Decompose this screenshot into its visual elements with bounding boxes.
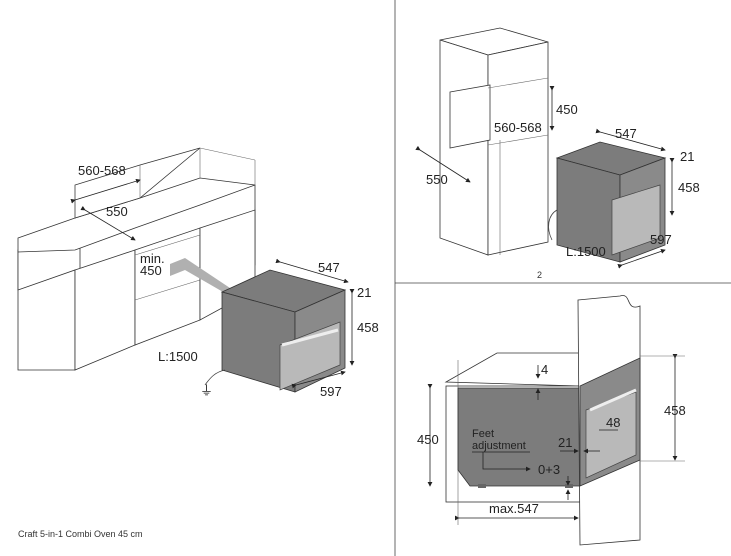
tall-cabinet bbox=[439, 27, 549, 256]
base-cabinet-run bbox=[17, 147, 256, 371]
left-depth-label: 550 bbox=[106, 204, 128, 219]
insert-arrow bbox=[170, 258, 230, 296]
plug-icon: ⏚ bbox=[200, 383, 213, 398]
br-oven-height-label: 458 bbox=[664, 403, 686, 418]
tr-niche-width-label: 560-568 bbox=[494, 120, 542, 135]
left-oven-width-label: 597 bbox=[320, 384, 342, 399]
br-top-gap-label: 4 bbox=[541, 362, 548, 377]
tr-oven-depth-label: 547 bbox=[615, 126, 637, 141]
tr-depth-label: 550 bbox=[426, 172, 448, 187]
br-feet-range-label: 0+3 bbox=[538, 462, 560, 477]
tr-oven bbox=[555, 141, 667, 263]
br-handle-offset-label: 48 bbox=[606, 415, 620, 430]
left-min-label: min. bbox=[140, 251, 165, 266]
br-max-depth-label: max.547 bbox=[489, 501, 539, 516]
left-oven bbox=[220, 269, 347, 393]
br-feet-label-line1: Feet bbox=[472, 428, 494, 440]
left-min-height-label: 450 bbox=[140, 263, 162, 278]
tr-niche-height-label: 450 bbox=[556, 102, 578, 117]
tr-oven-height-label: 458 bbox=[678, 180, 700, 195]
tr-cable-length-label: L:1500 bbox=[566, 244, 606, 259]
left-niche-width-label: 560-568 bbox=[78, 163, 126, 178]
br-niche-height-label: 450 bbox=[417, 432, 439, 447]
tr-power-cable bbox=[548, 209, 558, 241]
left-oven-depth-label: 547 bbox=[318, 260, 340, 275]
tr-oven-width-label: 597 bbox=[650, 232, 672, 247]
product-caption: Craft 5-in-1 Combi Oven 45 cm bbox=[18, 529, 143, 539]
br-front-thickness-label: 21 bbox=[558, 435, 572, 450]
left-oven-height-label: 458 bbox=[357, 320, 379, 335]
tr-front-thickness-label: 21 bbox=[680, 149, 694, 164]
panel-number: 2 bbox=[537, 270, 542, 280]
br-feet-label-line2: adjustment bbox=[472, 440, 526, 452]
left-cable-length-label: L:1500 bbox=[158, 349, 198, 364]
niche-section bbox=[444, 295, 641, 546]
left-front-thickness-label: 21 bbox=[357, 285, 371, 300]
power-cable bbox=[204, 369, 226, 386]
